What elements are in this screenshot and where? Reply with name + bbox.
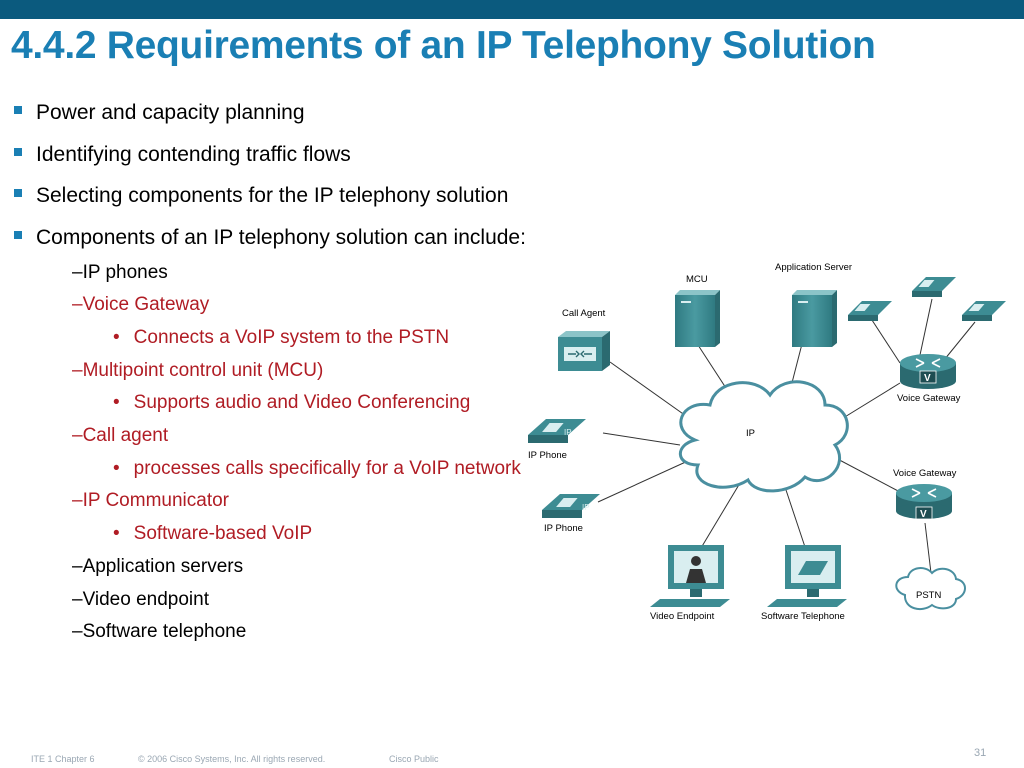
bullet-text: Power and capacity planning bbox=[36, 101, 305, 124]
label-call-agent: Call Agent bbox=[562, 308, 606, 319]
footer-classification: Cisco Public bbox=[389, 754, 439, 764]
ip-phone-icon bbox=[912, 277, 956, 297]
label-ip-phone-2: IP Phone bbox=[544, 523, 583, 534]
ip-cloud-icon bbox=[678, 380, 849, 493]
square-bullet-icon bbox=[14, 231, 22, 240]
v-badge: V bbox=[920, 509, 927, 520]
component-mcu: –Multipoint control unit (MCU) bbox=[72, 360, 324, 381]
bullet-text: Components of an IP telephony solution c… bbox=[36, 226, 526, 249]
bullet-text: Selecting components for the IP telephon… bbox=[36, 184, 509, 207]
footer-copyright: © 2006 Cisco Systems, Inc. All rights re… bbox=[138, 754, 326, 764]
bullet-item: Identifying contending traffic flows bbox=[14, 143, 351, 167]
ip-badge: IP bbox=[582, 503, 590, 512]
footer-chapter: ITE 1 Chapter 6 bbox=[31, 754, 95, 764]
component-ip-communicator: –IP Communicator bbox=[72, 490, 229, 511]
square-bullet-icon bbox=[14, 106, 22, 115]
voice-gateway-router-icon: V bbox=[900, 354, 956, 389]
component-software-telephone: –Software telephone bbox=[72, 621, 247, 642]
component-ip-phones: –IP phones bbox=[72, 262, 168, 283]
mcu-server-icon bbox=[675, 290, 720, 347]
software-telephone-icon bbox=[767, 545, 847, 607]
label-ip-cloud: IP bbox=[746, 428, 755, 439]
label-software-telephone: Software Telephone bbox=[761, 611, 845, 622]
label-video-endpoint: Video Endpoint bbox=[650, 611, 715, 622]
ip-telephony-diagram: MCU Application Server Call Agent bbox=[528, 262, 1006, 622]
bullet-text: Identifying contending traffic flows bbox=[36, 143, 351, 166]
detail-mcu: •Supports audio and Video Conferencing bbox=[113, 392, 471, 413]
ip-phone-icon bbox=[528, 419, 586, 443]
bullet-item: Power and capacity planning bbox=[14, 101, 305, 125]
label-ip-phone-1: IP Phone bbox=[528, 450, 567, 461]
detail-call-agent: •processes calls specifically for a VoIP… bbox=[113, 458, 521, 479]
label-voice-gateway-bottom: Voice Gateway bbox=[893, 468, 957, 479]
ip-badge: IP bbox=[564, 428, 572, 437]
component-voice-gateway: –Voice Gateway bbox=[72, 294, 210, 315]
ip-phone-icon bbox=[542, 494, 600, 518]
application-server-icon bbox=[792, 290, 837, 347]
v-badge: V bbox=[924, 373, 931, 384]
label-voice-gateway-top: Voice Gateway bbox=[897, 393, 961, 404]
bullet-item: Selecting components for the IP telephon… bbox=[14, 184, 508, 208]
label-application-server: Application Server bbox=[775, 262, 852, 273]
label-mcu: MCU bbox=[686, 274, 708, 285]
ip-phone-icon bbox=[962, 301, 1006, 321]
ip-phone-icon bbox=[848, 301, 892, 321]
slide-title: 4.4.2 Requirements of an IP Telephony So… bbox=[11, 24, 876, 67]
voice-gateway-router-icon: V bbox=[896, 484, 952, 520]
square-bullet-icon bbox=[14, 148, 22, 157]
detail-voice-gateway: •Connects a VoIP system to the PSTN bbox=[113, 327, 450, 348]
detail-ip-communicator: •Software-based VoIP bbox=[113, 523, 313, 544]
bullet-item: Components of an IP telephony solution c… bbox=[14, 226, 526, 250]
page-number: 31 bbox=[974, 747, 987, 759]
component-application-servers: –Application servers bbox=[72, 556, 244, 577]
component-video-endpoint: –Video endpoint bbox=[72, 589, 209, 610]
pstn-cloud-icon bbox=[895, 567, 966, 611]
label-pstn: PSTN bbox=[916, 590, 941, 601]
component-call-agent: –Call agent bbox=[72, 425, 169, 446]
top-banner bbox=[0, 0, 1024, 19]
video-endpoint-icon bbox=[650, 545, 730, 607]
square-bullet-icon bbox=[14, 189, 22, 198]
call-agent-icon bbox=[558, 331, 610, 371]
